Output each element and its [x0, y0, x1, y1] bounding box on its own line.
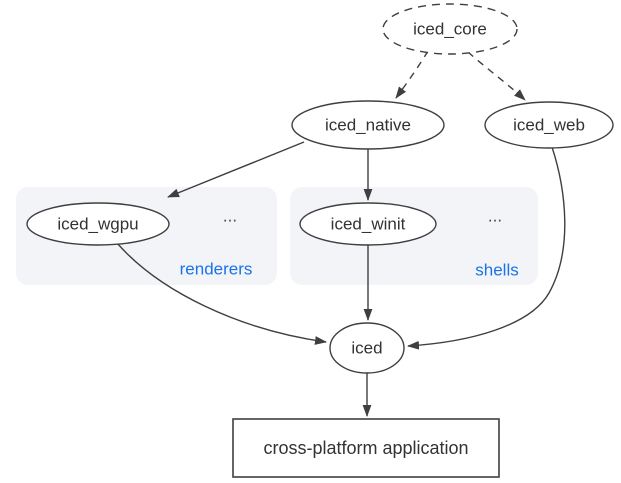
edge-iced_web-iced	[407, 146, 566, 350]
node-label-iced-winit: iced_winit	[330, 214, 406, 234]
node-shape-iced_winit	[299, 202, 437, 246]
group-ellipsis-shells: ...	[487, 206, 503, 226]
node-shape-iced_core	[382, 3, 518, 55]
node-shape-iced	[329, 322, 405, 374]
edge-iced_core-iced_native	[395, 50, 429, 99]
node-label-iced-web: iced_web	[513, 115, 585, 135]
node-label-iced-native: iced_native	[324, 115, 412, 135]
node-shape-iced_wgpu	[26, 202, 170, 246]
group-label-shells: shells	[475, 260, 519, 280]
edge-iced_core-iced_web	[467, 51, 526, 101]
node-shape-app	[232, 418, 500, 478]
node-label-app: cross-platform application	[263, 438, 469, 458]
node-label-iced: iced	[351, 338, 383, 358]
group-label-renderers: renderers	[179, 259, 253, 279]
edge-iced_native-iced_wgpu	[167, 141, 305, 198]
edge-iced_wgpu-iced	[116, 242, 327, 345]
node-shape-iced_web	[484, 101, 614, 149]
node-label-iced-core: iced_core	[413, 19, 487, 39]
node-label-iced-wgpu: iced_wgpu	[57, 214, 139, 234]
group-ellipsis-renderers: ...	[222, 206, 238, 226]
node-shape-iced_native	[291, 100, 445, 150]
